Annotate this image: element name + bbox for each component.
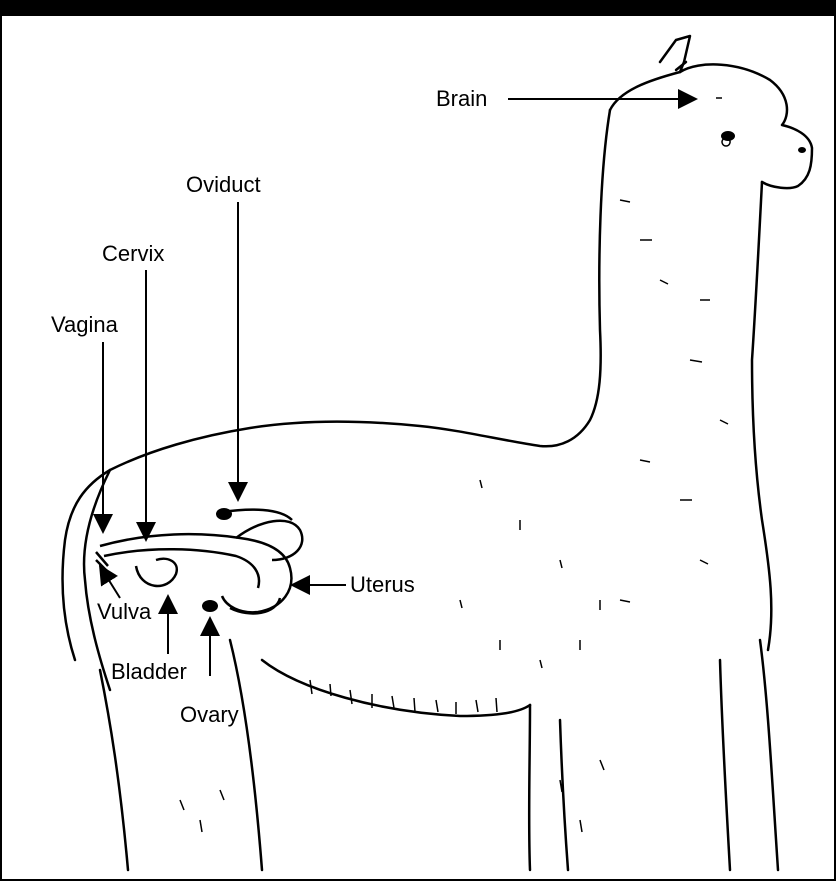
- label-uterus: Uterus: [350, 574, 415, 596]
- label-brain: Brain: [436, 88, 487, 110]
- label-oviduct: Oviduct: [186, 174, 261, 196]
- label-vulva: Vulva: [97, 601, 151, 623]
- face-features: [721, 131, 806, 153]
- label-ovary: Ovary: [180, 704, 239, 726]
- alpaca-outline: [62, 36, 812, 870]
- arrow-vulva: [100, 566, 120, 598]
- ovary-oviduct-dots: [202, 508, 232, 612]
- fur-hatching: [180, 98, 730, 832]
- label-cervix: Cervix: [102, 243, 164, 265]
- label-bladder: Bladder: [111, 661, 187, 683]
- label-vagina: Vagina: [51, 314, 118, 336]
- reproductive-tract: [96, 510, 302, 614]
